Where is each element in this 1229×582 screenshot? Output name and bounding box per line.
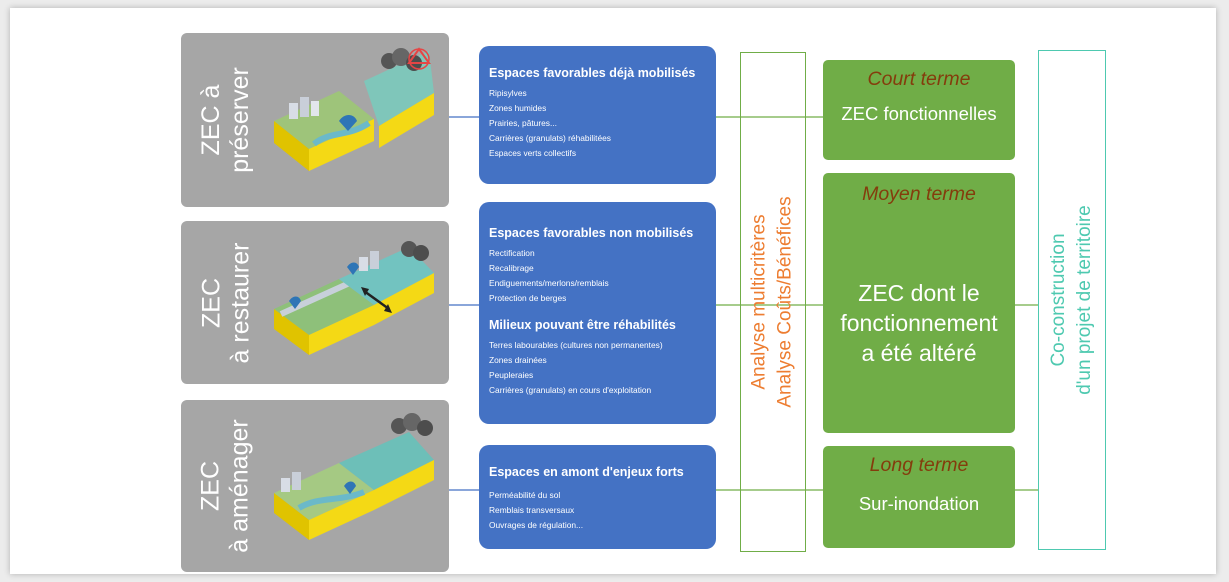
list-item: Ripisylves xyxy=(489,88,527,98)
list-item: Ouvrages de régulation... xyxy=(489,520,584,530)
analyse-couts-benefices-label: Analyse Coûts/Bénéfices xyxy=(775,196,797,408)
analyse-multicriteres-label: Analyse multicritères xyxy=(749,214,771,390)
list-item: Carrières (granulats) réhabilitées xyxy=(489,133,611,143)
list-item: Prairies, pâtures... xyxy=(489,118,557,128)
landscape-illustration-2 xyxy=(274,241,434,355)
coconstruction-line2: d'un projet de territoire xyxy=(1074,205,1096,395)
list-item: Recalibrage xyxy=(489,263,534,273)
list-item: Remblais transversaux xyxy=(489,505,575,515)
moyen-terme-box: Moyen terme ZEC dont le fonctionnement a… xyxy=(823,173,1015,433)
landscape-illustration-3 xyxy=(274,413,434,540)
list-item: Zones humides xyxy=(489,103,547,113)
zec-fonctionnelles-text: ZEC fonctionnelles xyxy=(841,103,997,124)
long-terme-box: Long terme Sur-inondation xyxy=(823,446,1015,548)
zec-altere-line1: ZEC dont le xyxy=(858,280,980,306)
court-terme-box: Court terme ZEC fonctionnelles xyxy=(823,60,1015,160)
espaces-non-mobilises-heading: Espaces favorables non mobilisés xyxy=(489,226,694,240)
list-item: Endiguements/merlons/remblais xyxy=(489,278,609,288)
coconstruction-line1: Co-construction xyxy=(1048,233,1070,367)
long-terme-label: Long terme xyxy=(869,454,969,476)
coconstruction-box: Co-construction d'un projet de territoir… xyxy=(1038,50,1106,550)
moyen-terme-label: Moyen terme xyxy=(862,183,976,205)
zec-altere-line3: a été altéré xyxy=(861,340,977,366)
list-item: Zones drainées xyxy=(489,355,547,365)
milieux-rehabilites-heading: Milieux pouvant être réhabilités xyxy=(489,318,676,332)
sur-inondation-text: Sur-inondation xyxy=(858,493,980,514)
list-item: Terres labourables (cultures non permane… xyxy=(489,340,663,350)
list-item: Peupleraies xyxy=(489,370,534,380)
espaces-mobilises-heading: Espaces favorables déjà mobilisés xyxy=(489,66,696,80)
espaces-amont-box: Espaces en amont d'enjeux forts Perméabi… xyxy=(479,445,716,549)
espaces-mobilises-box: Espaces favorables déjà mobilisés Ripisy… xyxy=(479,46,716,184)
landscape-illustration-1 xyxy=(274,47,434,171)
espaces-non-mobilises-box: Espaces favorables non mobilisés Rectifi… xyxy=(479,202,716,424)
espaces-amont-heading: Espaces en amont d'enjeux forts xyxy=(489,465,684,479)
list-item: Espaces verts collectifs xyxy=(489,148,577,158)
list-item: Perméabilité du sol xyxy=(489,490,561,500)
court-terme-label: Court terme xyxy=(867,68,971,90)
list-item: Protection de berges xyxy=(489,293,567,303)
zec-altere-line2: fonctionnement xyxy=(840,310,998,336)
analyse-box: Analyse multicritères Analyse Coûts/Béné… xyxy=(740,52,806,552)
list-item: Rectification xyxy=(489,248,535,258)
list-item: Carrières (granulats) en cours d'exploit… xyxy=(489,385,652,395)
